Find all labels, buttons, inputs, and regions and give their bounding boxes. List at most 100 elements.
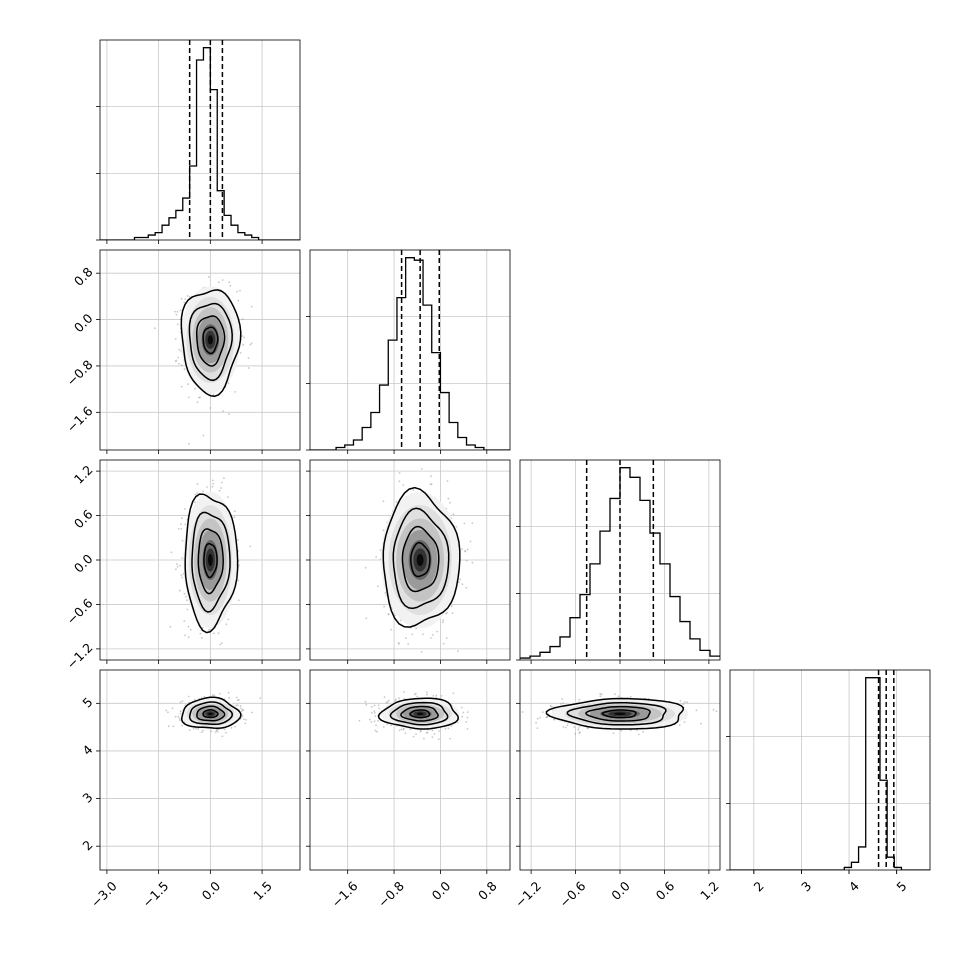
sample-point: [364, 700, 367, 703]
sample-point: [373, 710, 376, 713]
sample-point: [377, 719, 379, 722]
sample-point: [178, 589, 181, 592]
sample-point: [240, 707, 243, 710]
x-tick-label: 3: [798, 878, 814, 894]
sample-point: [471, 522, 474, 525]
panel-frame: [309, 249, 511, 451]
sample-point: [200, 731, 203, 734]
sample-point: [188, 296, 191, 298]
sample-point: [179, 564, 181, 567]
sample-point: [386, 700, 389, 703]
sample-point: [458, 581, 460, 584]
sample-point: [165, 709, 168, 712]
sample-point: [230, 727, 233, 729]
sample-point: [249, 545, 252, 548]
sample-point: [379, 549, 382, 551]
panel-background: [310, 250, 510, 450]
sample-point: [723, 710, 725, 712]
sample-point: [679, 700, 682, 702]
sample-point: [599, 695, 602, 698]
sample-point: [419, 730, 422, 733]
sample-point: [209, 407, 212, 409]
sample-point: [466, 716, 469, 719]
sample-point: [682, 703, 685, 705]
sample-point: [243, 336, 246, 339]
sample-point: [385, 701, 388, 704]
sample-point: [247, 357, 250, 359]
sample-point: [452, 513, 455, 516]
contour-line: [409, 709, 431, 719]
y-tick-label: −1.6: [64, 403, 96, 435]
sample-point: [237, 299, 240, 302]
sample-point: [577, 727, 580, 729]
sample-point: [167, 725, 170, 728]
sample-point: [167, 711, 169, 714]
contour-line: [566, 701, 667, 726]
sample-point: [172, 725, 175, 728]
sample-point: [237, 704, 239, 706]
sample-point: [695, 709, 698, 712]
y-tick-label: −0.8: [64, 357, 96, 389]
sample-point: [469, 540, 472, 543]
sample-point: [446, 611, 448, 614]
sample-point: [370, 721, 373, 723]
sample-point: [243, 718, 246, 720]
panel-frame: [99, 249, 301, 451]
panel-frame: [99, 669, 301, 871]
sample-point: [213, 694, 216, 697]
sample-point: [181, 364, 183, 366]
sample-point: [237, 599, 240, 602]
panel-frame: [99, 39, 301, 241]
sample-point: [218, 692, 221, 695]
sample-point: [450, 725, 453, 727]
sample-point: [435, 694, 438, 697]
sample-point: [437, 738, 440, 741]
sample-point: [218, 489, 221, 492]
sample-point: [183, 301, 186, 304]
sample-point: [196, 492, 199, 494]
sample-point: [187, 396, 190, 399]
histogram-step: [100, 47, 300, 240]
sample-point: [629, 729, 632, 732]
sample-point: [259, 697, 262, 699]
sample-point: [228, 696, 231, 699]
sample-point: [227, 382, 230, 385]
sample-point: [207, 276, 210, 278]
sample-point: [230, 451, 232, 453]
sample-point: [179, 719, 181, 721]
sample-point: [238, 564, 240, 567]
sample-point: [376, 730, 378, 733]
sample-point: [202, 729, 204, 732]
sample-point: [412, 489, 415, 491]
sample-point: [241, 318, 244, 321]
density-level: [416, 712, 424, 716]
sample-point: [462, 711, 465, 714]
sample-point: [183, 592, 186, 595]
sample-point: [221, 481, 223, 484]
sample-point: [177, 356, 180, 359]
sample-point: [176, 565, 179, 568]
sample-point: [433, 733, 436, 735]
contour-line: [377, 697, 460, 730]
sample-point: [586, 727, 589, 730]
y-tick-label: 0.0: [71, 551, 96, 576]
sample-point: [251, 711, 254, 714]
sample-point: [245, 719, 248, 721]
sample-point: [153, 327, 156, 330]
sample-point: [184, 298, 187, 301]
sample-point: [415, 733, 417, 735]
sample-point: [196, 483, 199, 485]
sample-point: [365, 703, 368, 706]
y-tick-label: −0.6: [64, 595, 96, 627]
panel-frame: [729, 669, 931, 871]
contour-line: [184, 493, 239, 634]
sample-point: [435, 696, 438, 699]
sample-point: [465, 586, 468, 589]
sample-point: [186, 295, 189, 297]
sample-point: [445, 612, 447, 615]
sample-point: [466, 548, 469, 551]
sample-point: [177, 527, 180, 530]
sample-point: [184, 508, 186, 510]
sample-point: [442, 619, 445, 622]
sample-point: [238, 699, 240, 701]
